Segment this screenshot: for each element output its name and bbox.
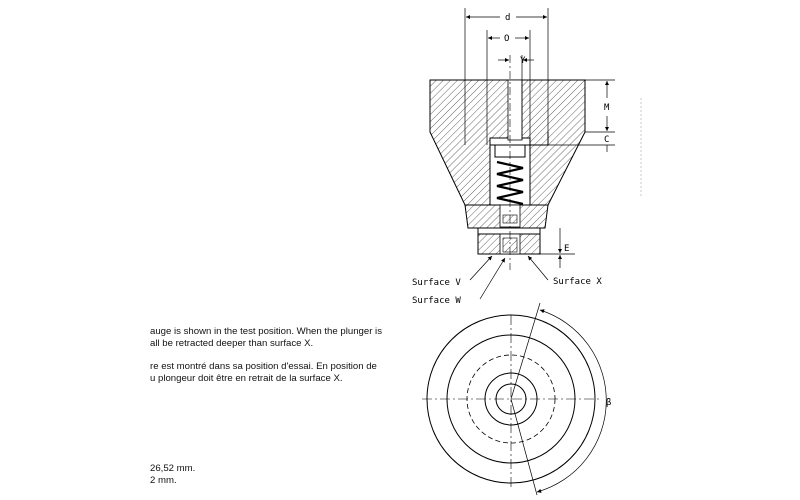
label-E: E — [564, 244, 569, 254]
section-view — [429, 55, 586, 270]
english-line-2: all be retracted deeper than surface X. — [150, 338, 314, 349]
french-description: re est montré dans sa position d'essai. … — [150, 361, 377, 385]
collar-plate — [477, 227, 541, 235]
plan-view — [422, 302, 607, 496]
label-M: M — [604, 103, 610, 113]
label-surface-v: Surface V — [412, 278, 461, 288]
beta-arc — [536, 309, 607, 493]
english-description: auge is shown in the test position. When… — [150, 326, 382, 350]
angle-leg-bottom — [510, 398, 538, 496]
label-O: O — [504, 34, 509, 44]
dimension-values: 26,52 mm. 2 mm. — [150, 463, 195, 487]
figure-labels: d O Y M C E Surface V Surface X Surface … — [412, 13, 611, 408]
dimension-lines — [464, 8, 615, 300]
label-beta: β — [606, 398, 611, 408]
angle-leg-top — [510, 302, 541, 400]
label-d: d — [505, 13, 510, 23]
label-C: C — [604, 135, 609, 145]
label-Y: Y — [520, 56, 526, 66]
english-line-1: auge is shown in the test position. When… — [150, 326, 382, 337]
label-surface-w: Surface W — [412, 296, 461, 306]
french-line-2: u plongeur doit être en retrait de la su… — [150, 373, 343, 384]
dimension-value-2: 2 mm. — [150, 475, 177, 486]
french-line-1: re est montré dans sa position d'essai. … — [150, 361, 377, 372]
label-surface-x: Surface X — [553, 277, 602, 287]
dimension-value-1: 26,52 mm. — [150, 463, 196, 474]
